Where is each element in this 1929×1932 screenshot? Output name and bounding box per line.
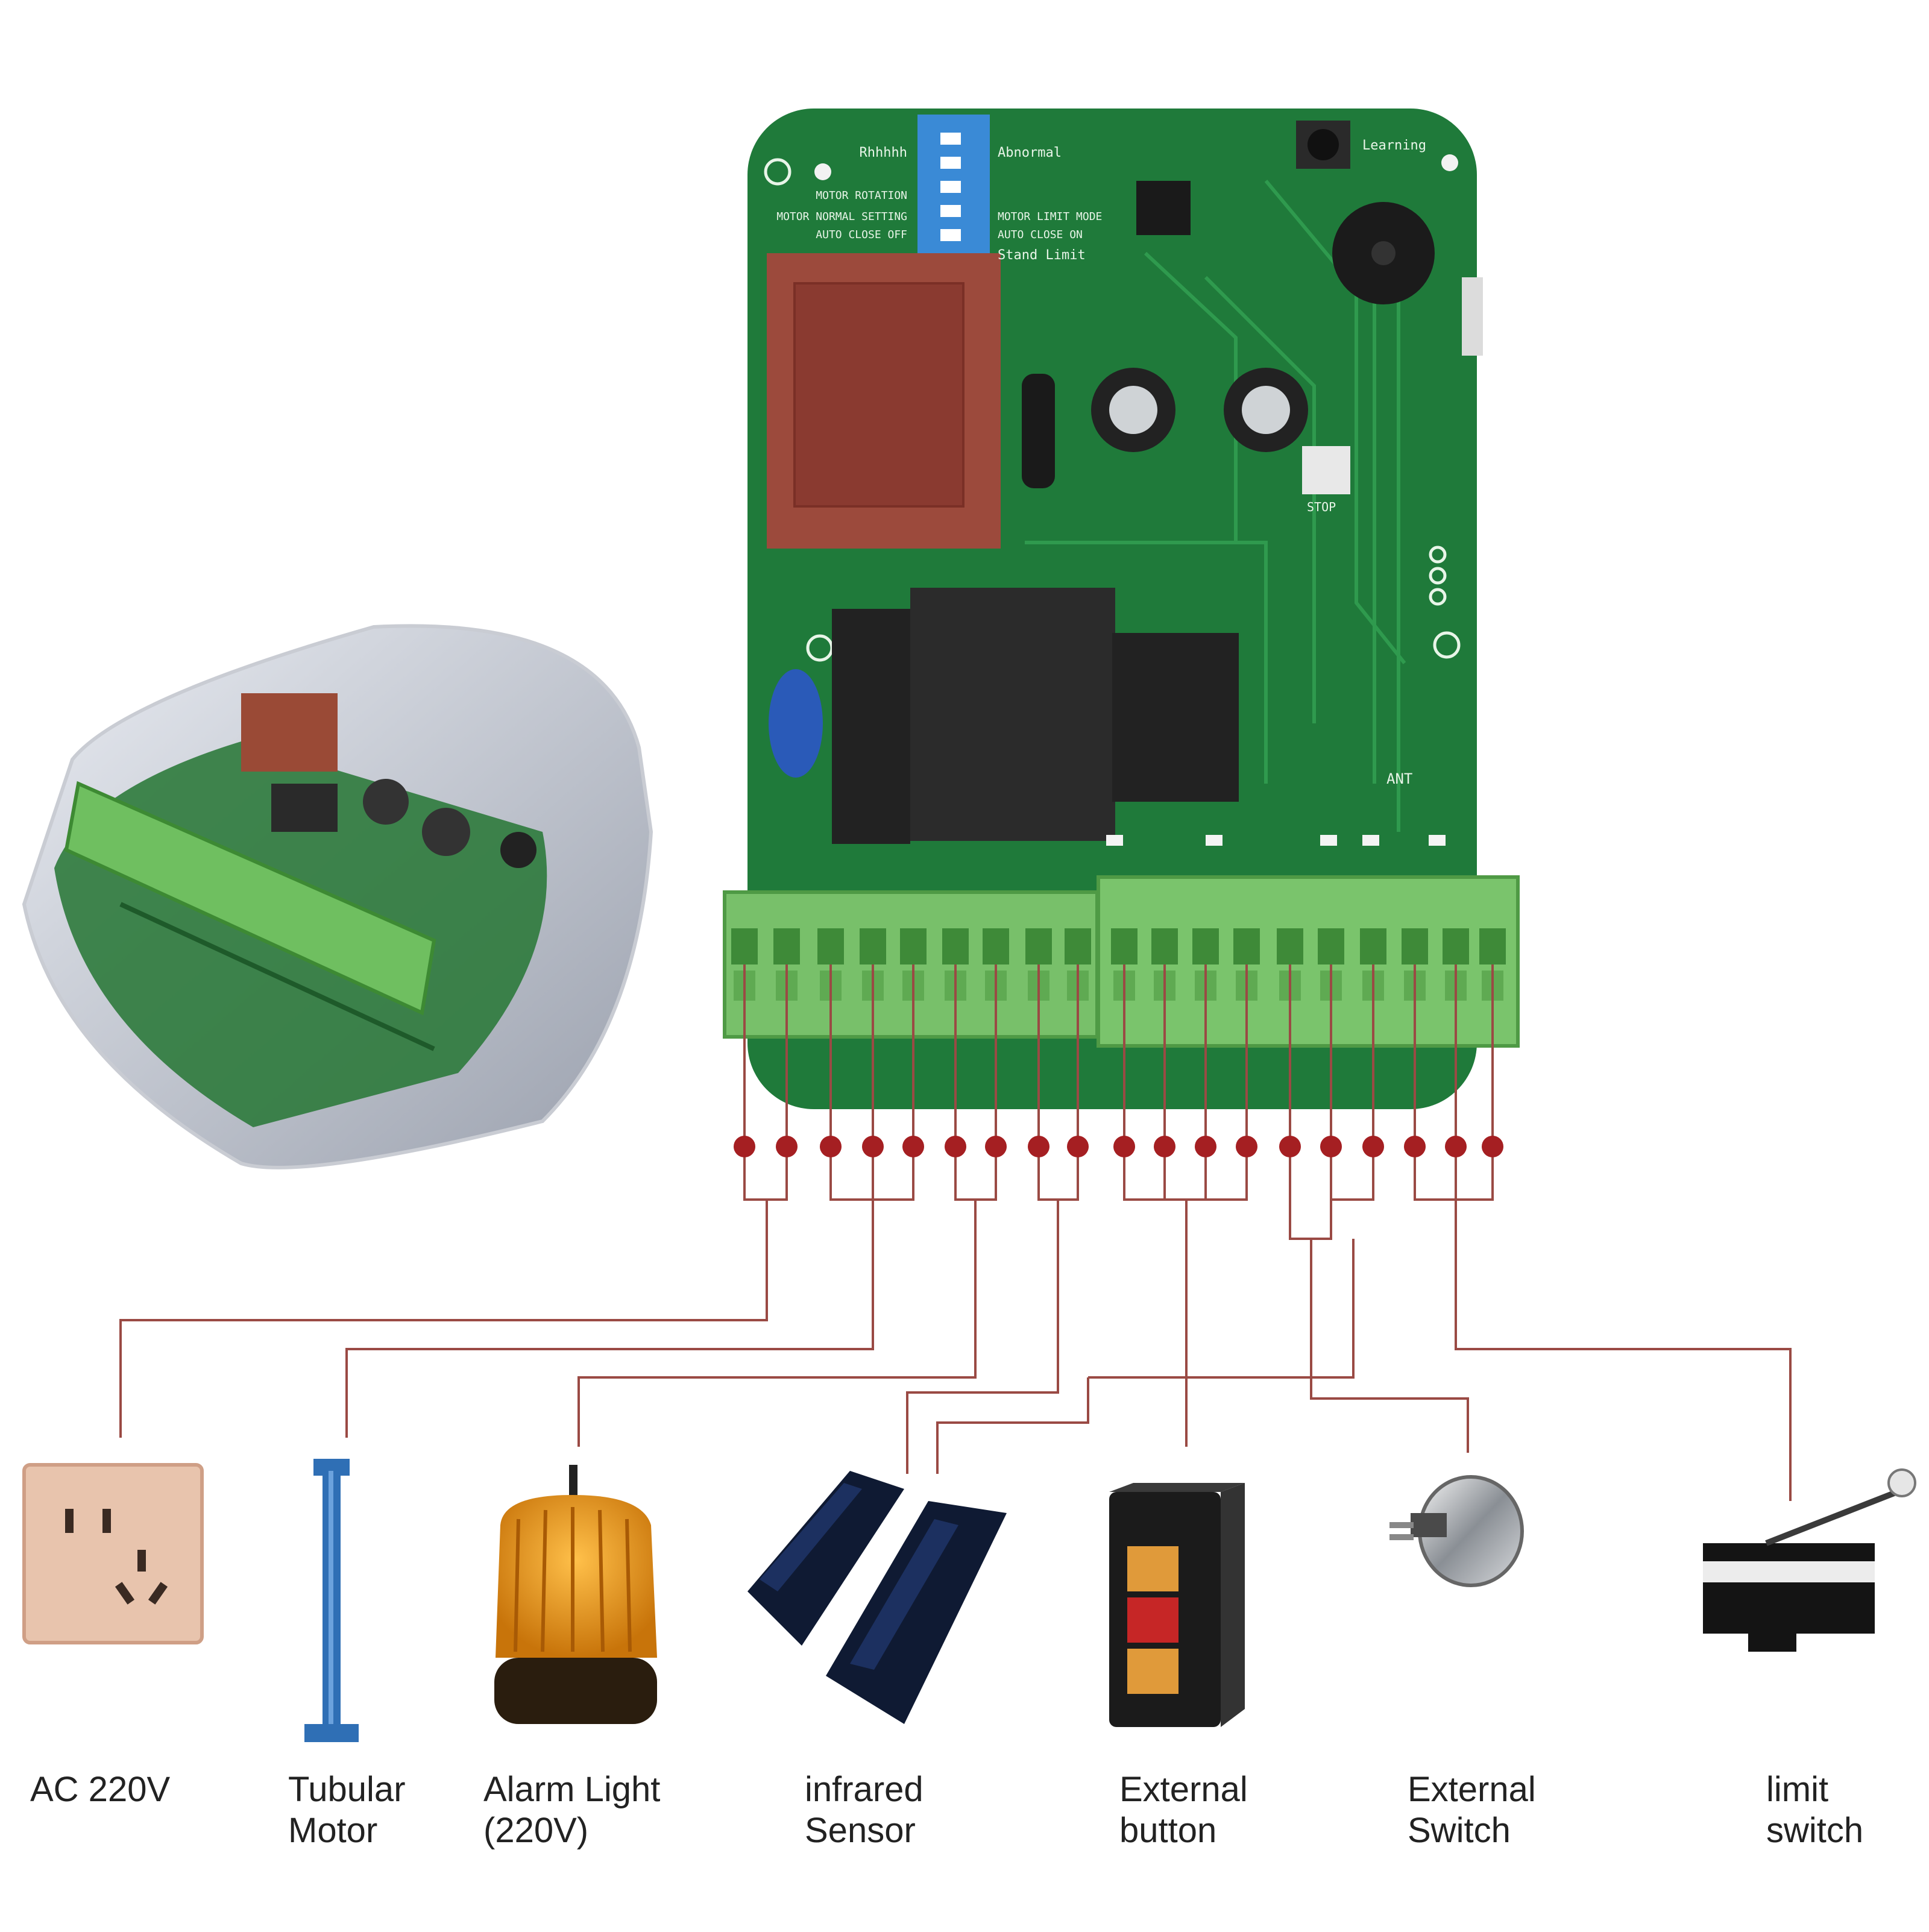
terminal-dot-13 (1236, 1136, 1257, 1157)
terminal-screw-17 (1402, 928, 1428, 964)
terminal-dot-12 (1195, 1136, 1216, 1157)
terminal-screw-16 (1360, 928, 1386, 964)
terminal-dot-6 (945, 1136, 966, 1157)
label-line-2: Motor (288, 1811, 378, 1850)
wire-external-button (1123, 1147, 1248, 1447)
label-external-button: External button (1119, 1769, 1248, 1851)
terminal-screw-4 (860, 928, 886, 964)
terminal-screw-8 (1025, 928, 1052, 964)
dip-label-r6: Stand Limit (998, 248, 1086, 263)
label-line-2: Sensor (805, 1811, 916, 1850)
dip-label-r4: MOTOR LIMIT MODE (998, 210, 1102, 223)
label-ac-220v: AC 220V (30, 1769, 170, 1810)
terminal-screw-3 (817, 928, 844, 964)
label-line-1: AC 220V (30, 1770, 171, 1809)
terminal-screw-7 (983, 928, 1009, 964)
wire-external-switch (1289, 1147, 1469, 1453)
terminal-screw-9 (1065, 928, 1091, 964)
dip-label-r5: AUTO CLOSE ON (998, 228, 1083, 241)
learning-label: Learning (1362, 138, 1426, 153)
terminal-dot-3 (820, 1136, 842, 1157)
label-line-2: (220V) (483, 1811, 589, 1850)
dip-label-3: MOTOR ROTATION (816, 189, 907, 202)
ant-label: ANT (1386, 770, 1412, 787)
terminal-screw-6 (942, 928, 969, 964)
terminal-dot-4 (862, 1136, 884, 1157)
label-line-1: Tubular (288, 1770, 406, 1809)
label-line-2: switch (1766, 1811, 1864, 1850)
terminal-dot-15 (1320, 1136, 1342, 1157)
terminal-screw-1 (731, 928, 758, 964)
terminal-dot-16 (1362, 1136, 1384, 1157)
wire-infrared-common (1088, 1239, 1355, 1379)
infrared-sensor (747, 1471, 1007, 1724)
label-external-switch: External Switch (1408, 1769, 1536, 1851)
terminal-screw-14 (1277, 928, 1303, 964)
terminal-screw-19 (1479, 928, 1506, 964)
label-infrared-sensor: infrared Sensor (805, 1769, 924, 1851)
dip-labels-left: Rhhhhh MOTOR ROTATION MOTOR NORMAL SETTI… (776, 145, 907, 241)
wiring-lines (119, 964, 1792, 1501)
terminal-dot-8 (1028, 1136, 1049, 1157)
dip-label-1: Rhhhhh (860, 145, 907, 160)
terminal-dot-19 (1482, 1136, 1503, 1157)
terminal-dots (734, 1136, 1503, 1157)
terminal-dot-5 (902, 1136, 924, 1157)
terminal-dot-1 (734, 1136, 755, 1157)
wire-infrared-a (906, 1147, 1079, 1474)
enclosure-photo (22, 624, 653, 1169)
wire-ac-220v (119, 1147, 788, 1438)
label-tubular-motor: Tubular Motor (288, 1769, 406, 1851)
dip-label-4: MOTOR NORMAL SETTING (776, 210, 907, 223)
wire-limit-switch (1414, 1147, 1792, 1501)
ac-socket (22, 1463, 204, 1644)
label-line-1: Alarm Light (483, 1770, 661, 1809)
external-button-station (1109, 1483, 1245, 1727)
tubular-motor (304, 1459, 359, 1742)
terminal-dot-17 (1404, 1136, 1426, 1157)
terminal-dot-10 (1113, 1136, 1135, 1157)
wire-infrared-b (936, 1377, 1089, 1474)
dip-labels-right: Abnormal MOTOR LIMIT MODE AUTO CLOSE ON … (998, 145, 1102, 263)
terminal-screw-12 (1192, 928, 1219, 964)
terminal-screw-5 (900, 928, 927, 964)
terminal-dot-14 (1279, 1136, 1301, 1157)
wire-alarm-light (577, 1147, 997, 1447)
label-limit-switch: limit switch (1766, 1769, 1863, 1851)
control-board: Rhhhhh MOTOR ROTATION MOTOR NORMAL SETTI… (723, 109, 1520, 1109)
terminal-dot-2 (776, 1136, 798, 1157)
limit-switch (1703, 1468, 1916, 1652)
external-switch (1389, 1475, 1524, 1587)
terminal-screw-18 (1443, 928, 1469, 964)
label-line-2: button (1119, 1811, 1217, 1850)
label-line-1: External (1408, 1770, 1536, 1809)
terminal-dot-9 (1067, 1136, 1089, 1157)
dip-label-5: AUTO CLOSE OFF (816, 228, 907, 241)
terminal-screw-10 (1111, 928, 1138, 964)
dip-label-r1: Abnormal (998, 145, 1062, 160)
terminal-screw-15 (1318, 928, 1344, 964)
terminal-dot-7 (985, 1136, 1007, 1157)
wire-tubular-motor (345, 1147, 914, 1438)
label-line-1: infrared (805, 1770, 924, 1809)
label-line-1: External (1119, 1770, 1248, 1809)
terminal-dot-11 (1154, 1136, 1175, 1157)
terminal-screw-2 (773, 928, 800, 964)
terminal-blocks (723, 875, 1520, 1048)
terminal-screw-11 (1151, 928, 1178, 964)
label-alarm-light: Alarm Light (220V) (483, 1769, 660, 1851)
alarm-light (494, 1465, 657, 1724)
terminal-screw-13 (1233, 928, 1260, 964)
label-line-2: Switch (1408, 1811, 1511, 1850)
stop-label: STOP (1307, 500, 1336, 514)
terminal-dot-18 (1445, 1136, 1467, 1157)
label-line-1: limit (1766, 1770, 1829, 1809)
